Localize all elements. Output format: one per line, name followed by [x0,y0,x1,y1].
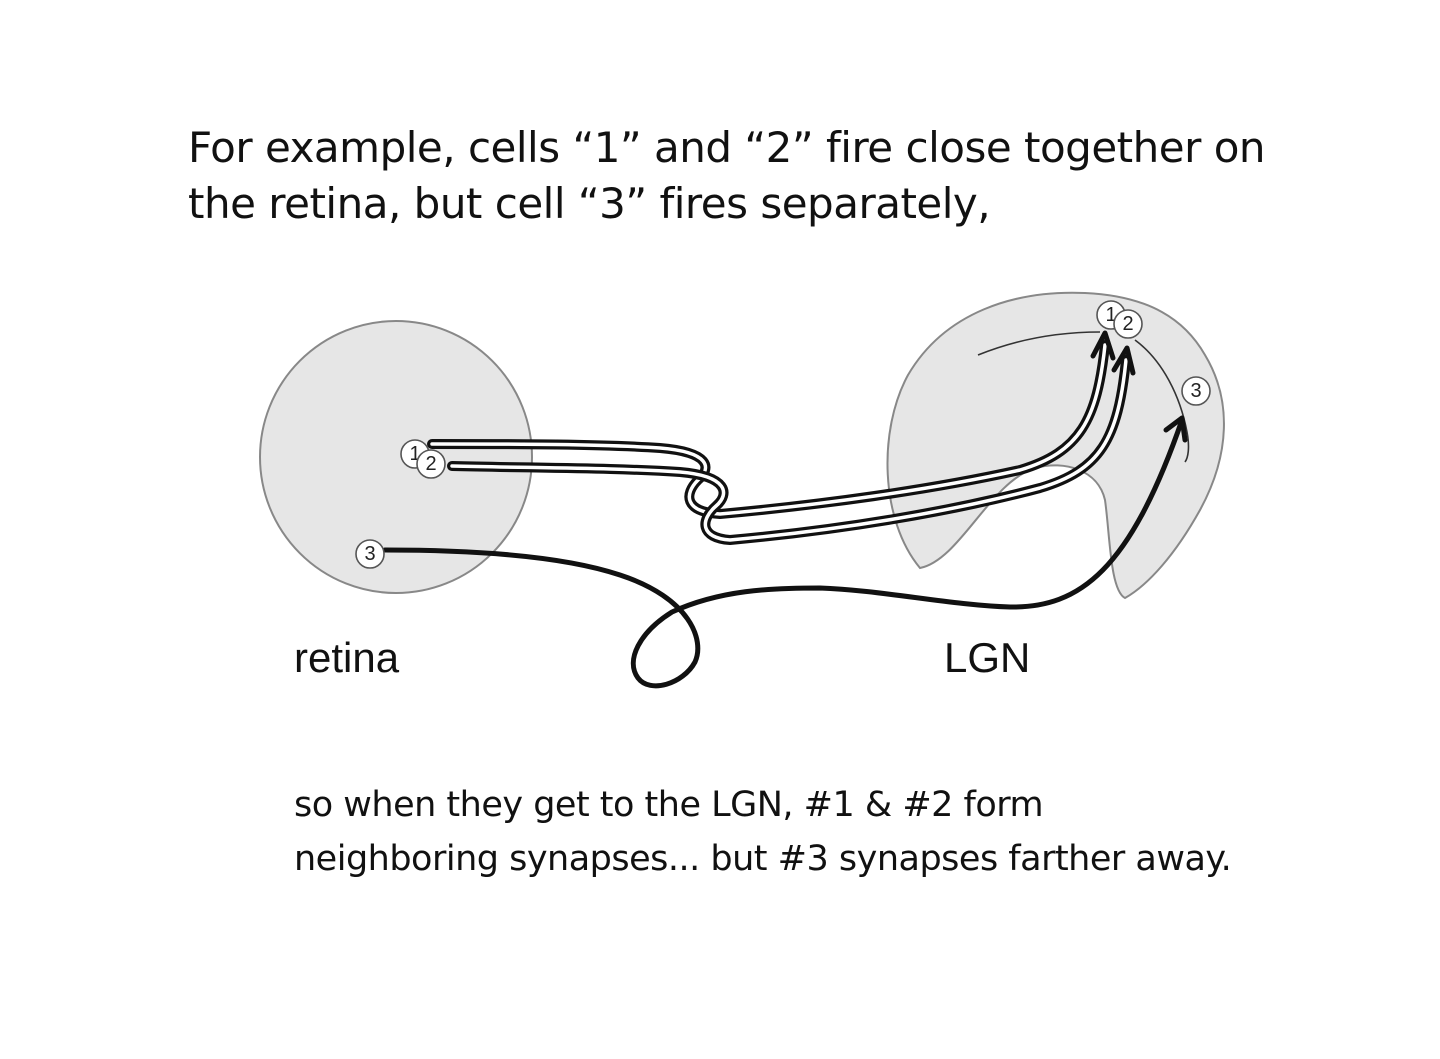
svg-text:1: 1 [1105,304,1116,326]
lgn-cell-2: 2 [1113,309,1143,339]
lgn-label: LGN [944,634,1030,681]
retina-label: retina [294,634,400,681]
caption-top-line-2: the retina, but cell “3” fires separatel… [188,179,991,228]
retina-cell-3: 3 [355,539,385,569]
svg-text:3: 3 [1190,380,1201,402]
lgn-layer-curve [977,331,1101,356]
lgn-cell-3: 3 [1181,376,1211,406]
caption-bottom-line-1: so when they get to the LGN, #1 & #2 for… [294,785,1044,825]
retina-cell-2: 2 [416,449,446,479]
caption-top-line-1: For example, cells “1” and “2” fire clos… [188,123,1266,172]
caption-bottom-line-2: neighboring synapses... but #3 synapses … [294,839,1232,879]
svg-text:1: 1 [409,443,420,465]
axon-cell-2 [447,345,1136,545]
retina-disc [259,320,533,594]
axon-cell-3 [382,415,1188,689]
svg-text:3: 3 [364,543,375,565]
svg-text:2: 2 [425,453,436,475]
svg-text:2: 2 [1122,313,1133,335]
caption-top: For example, cells “1” and “2” fire clos… [188,120,1266,232]
caption-bottom: so when they get to the LGN, #1 & #2 for… [294,778,1232,886]
lgn-layer-curve-right [1134,339,1190,463]
